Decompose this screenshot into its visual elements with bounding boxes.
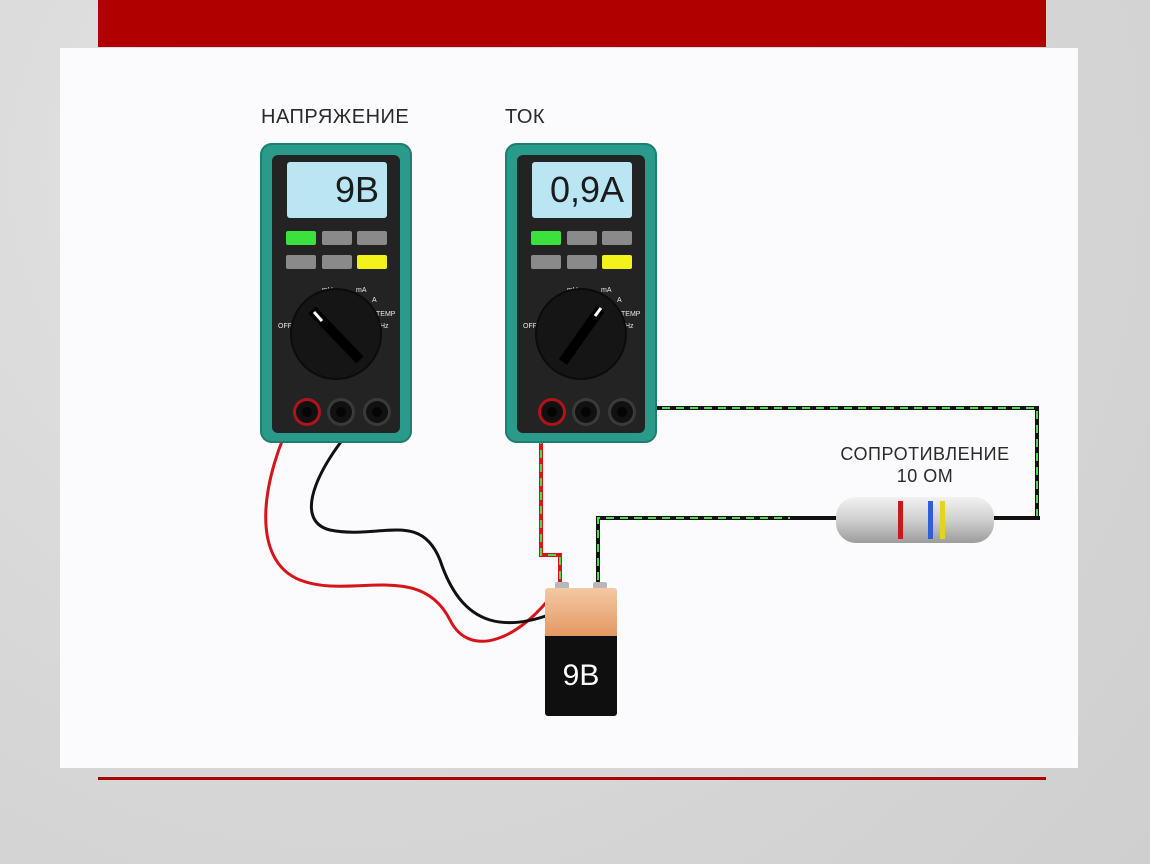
dial-mark-hz: Hz (380, 323, 389, 330)
voltmeter-button-3[interactable] (357, 231, 387, 245)
ammeter-jack-black[interactable] (611, 401, 633, 423)
voltmeter-jack-red[interactable] (296, 401, 318, 423)
footer-rule (98, 777, 1046, 780)
ammeter-jack-red[interactable] (541, 401, 563, 423)
voltmeter: 9В mV mA A TEMP Hz OFF (260, 143, 412, 443)
resistor (836, 497, 994, 543)
voltmeter-panel: 9В mV mA A TEMP Hz OFF (272, 155, 400, 433)
battery-cap (545, 588, 617, 636)
ammeter-button-4[interactable] (531, 255, 561, 269)
resistor-band-red (898, 501, 903, 539)
ammeter-panel: 0,9А mV mA A TEMP Hz OFF (517, 155, 645, 433)
voltmeter-button-2[interactable] (322, 231, 352, 245)
battery-label: 9В (545, 636, 617, 716)
dial-mark-a: A (617, 297, 622, 304)
dial-mark-temp: TEMP (621, 311, 641, 318)
ammeter-button-1[interactable] (531, 231, 561, 245)
voltmeter-button-1[interactable] (286, 231, 316, 245)
current-label: ТОК (505, 106, 546, 128)
voltmeter-display: 9В (287, 162, 387, 218)
dial-mark-ma: mA (601, 287, 612, 294)
dial-mark-off: OFF (523, 323, 537, 330)
resistance-label-value: 10 ОМ (896, 466, 954, 486)
ammeter-button-3[interactable] (602, 231, 632, 245)
dial-mark-a: A (372, 297, 377, 304)
ammeter-selector-dial[interactable] (537, 290, 625, 378)
voltmeter-button-6[interactable] (357, 255, 387, 269)
voltmeter-selector-dial[interactable] (292, 290, 380, 378)
dial-mark-off: OFF (278, 323, 292, 330)
resistance-label-title: СОПРОТИВЛЕНИЕ (840, 444, 1010, 464)
voltage-label: НАПРЯЖЕНИЕ (261, 106, 410, 128)
battery: 9В (545, 582, 617, 716)
dial-mark-hz: Hz (625, 323, 634, 330)
voltmeter-button-4[interactable] (286, 255, 316, 269)
ammeter-button-6[interactable] (602, 255, 632, 269)
voltmeter-jack-black[interactable] (366, 401, 388, 423)
resistance-label: СОПРОТИВЛЕНИЕ 10 ОМ (820, 443, 1030, 487)
battery-terminal-negative[interactable] (593, 582, 607, 592)
ammeter-jack-com[interactable] (575, 401, 597, 423)
dial-mark-temp: TEMP (376, 311, 396, 318)
ammeter: 0,9А mV mA A TEMP Hz OFF (505, 143, 657, 443)
ammeter-button-5[interactable] (567, 255, 597, 269)
header-bar (98, 0, 1046, 47)
ammeter-button-2[interactable] (567, 231, 597, 245)
battery-terminal-positive[interactable] (555, 582, 569, 592)
voltmeter-jack-com[interactable] (330, 401, 352, 423)
voltmeter-button-5[interactable] (322, 255, 352, 269)
ammeter-display: 0,9А (532, 162, 632, 218)
dial-mark-ma: mA (356, 287, 367, 294)
resistor-band-yellow (940, 501, 945, 539)
resistor-band-blue (928, 501, 933, 539)
